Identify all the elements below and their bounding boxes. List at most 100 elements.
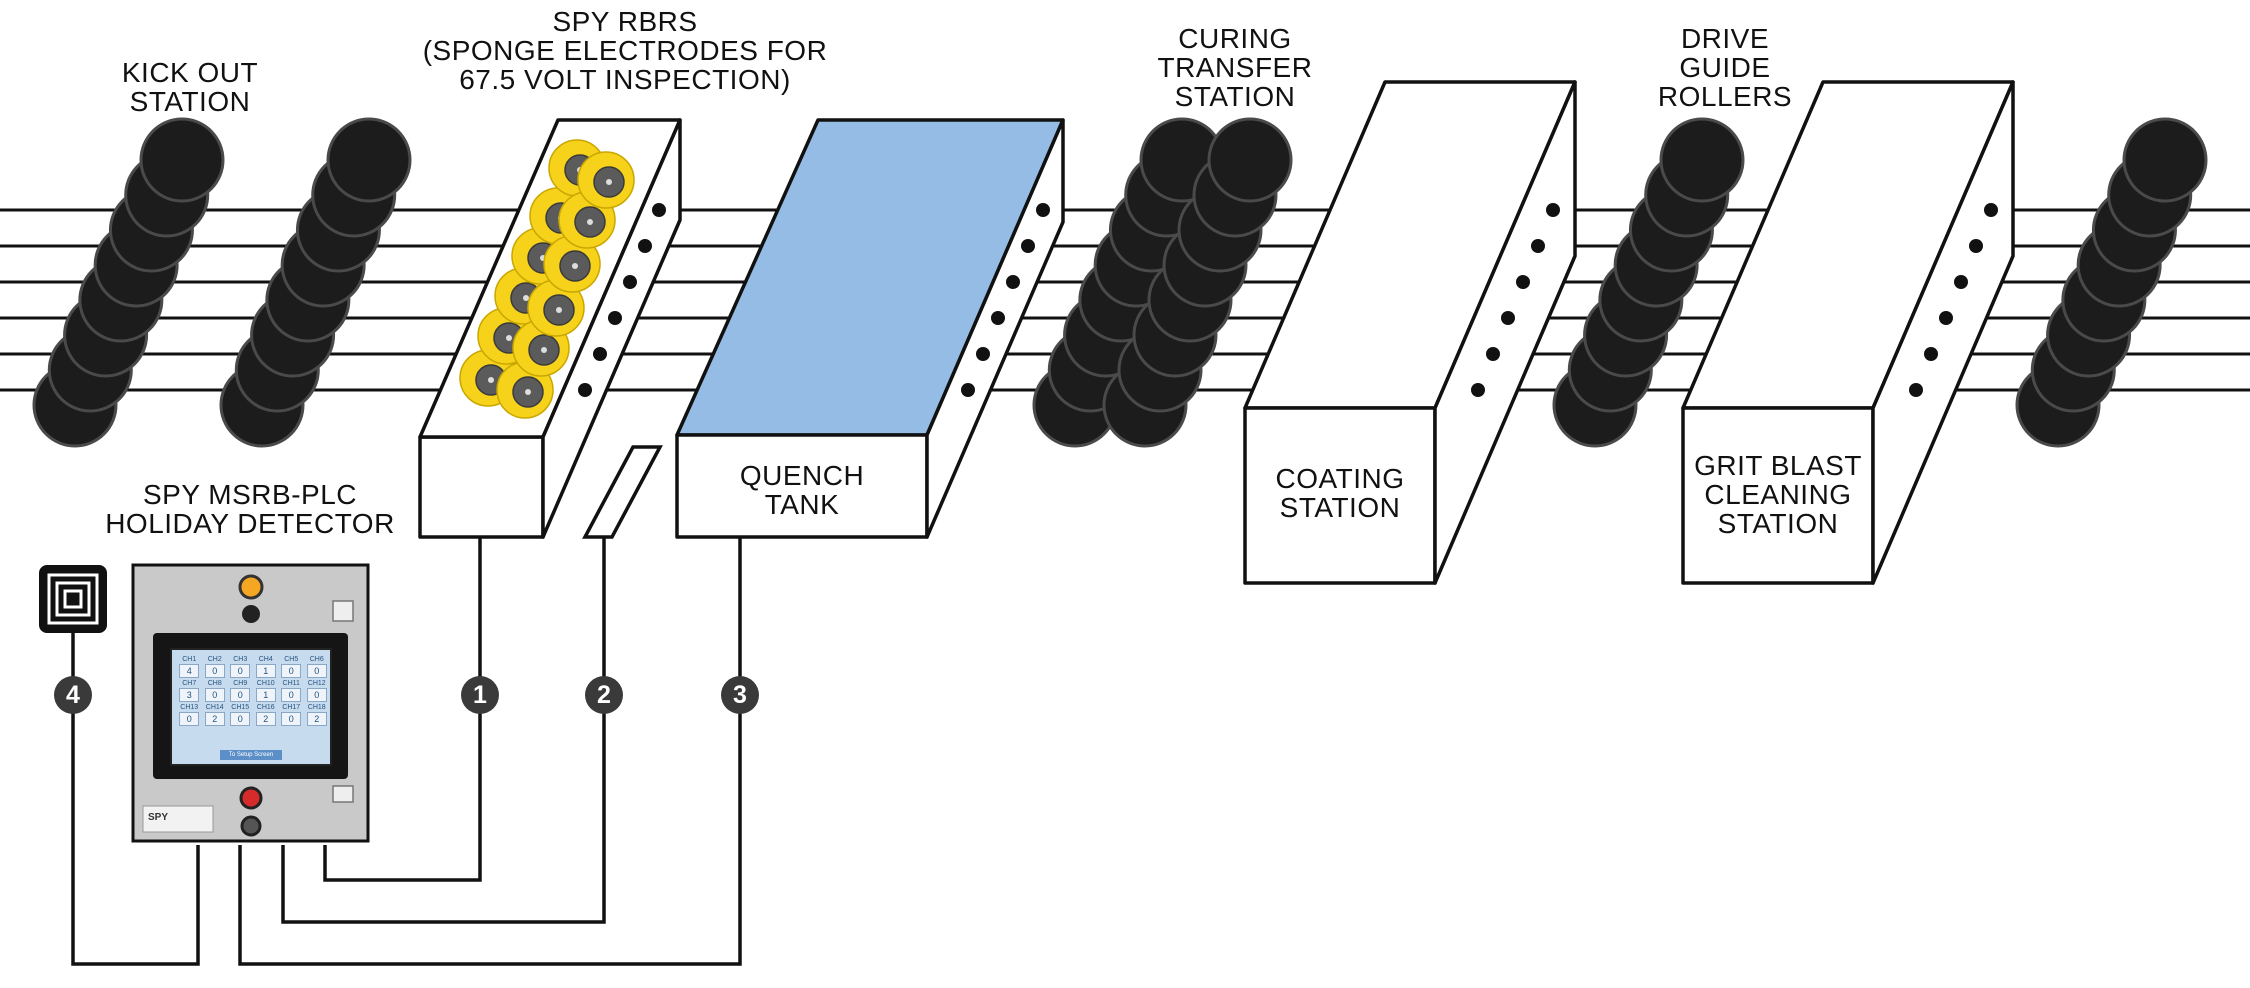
pipe-exit-dot xyxy=(1021,239,1035,253)
key-lock-icon xyxy=(332,600,354,622)
label-spy-rbrs: SPY RBRS (SPONGE ELECTRODES FOR 67.5 VOL… xyxy=(422,6,828,95)
pipe-exit-dot xyxy=(1501,311,1515,325)
wire-4 xyxy=(71,627,200,966)
channel-count: 0 xyxy=(281,688,302,702)
reset-button-icon xyxy=(240,815,262,837)
channel-label: CH2 xyxy=(207,656,222,663)
pipe-exit-dot xyxy=(1984,203,1998,217)
channel-label: CH5 xyxy=(284,656,299,663)
setup-screen-button[interactable]: To Setup Screen xyxy=(220,750,282,760)
channel-count: 0 xyxy=(281,664,302,678)
pipe-exit-dot xyxy=(1969,239,1983,253)
panel-brand: SPY xyxy=(148,812,168,823)
channel-label: CH18 xyxy=(307,704,326,711)
amber-indicator-lamp-icon xyxy=(238,574,264,600)
channel-count: 1 xyxy=(255,688,276,702)
pipe-exit-dots-coating xyxy=(1471,203,1560,397)
channel-label: CH10 xyxy=(256,680,275,687)
channel-label: CH14 xyxy=(205,704,224,711)
label-quench-tank: QUENCH TANK xyxy=(739,460,865,520)
channel-count: 1 xyxy=(255,664,276,678)
channel-count: 0 xyxy=(230,688,251,702)
roller xyxy=(1207,117,1293,203)
pipe-exit-dots-grit xyxy=(1909,203,1998,397)
label-kick-out-station: KICK OUT STATION xyxy=(121,57,259,117)
badge-3: 3 xyxy=(721,676,759,714)
pipe-exit-dot xyxy=(1954,275,1968,289)
channel-count: 2 xyxy=(204,712,225,726)
selector-switch-icon xyxy=(242,605,260,623)
pipe-exit-dot xyxy=(1486,347,1500,361)
roller-stack-2 xyxy=(219,117,412,448)
pipe-exit-dot xyxy=(1471,383,1485,397)
channel-count: 4 xyxy=(179,664,200,678)
roller-stack-3 xyxy=(1032,117,1225,448)
coating-station-side xyxy=(1433,80,1577,585)
channel-label: CH12 xyxy=(307,680,326,687)
probe-bar xyxy=(582,445,663,539)
pipe-exit-dot xyxy=(1909,383,1923,397)
label-holiday-detector: SPY MSRB-PLC HOLIDAY DETECTOR xyxy=(105,479,395,539)
channel-label: CH17 xyxy=(282,704,301,711)
pipe-exit-dot xyxy=(1531,239,1545,253)
sponge-box-front xyxy=(418,435,545,539)
pipe-exit-dot xyxy=(961,383,975,397)
roller-stacks xyxy=(32,117,2208,448)
badge-4: 4 xyxy=(54,676,92,714)
channel-count: 0 xyxy=(230,712,251,726)
channel-count: 3 xyxy=(179,688,200,702)
nameplate xyxy=(142,805,214,833)
channel-count: 0 xyxy=(281,712,302,726)
coating-station xyxy=(1243,80,1577,585)
pipe-exit-dot xyxy=(991,311,1005,325)
label-drive-guide-rollers: DRIVE GUIDE ROLLERS xyxy=(1657,23,1793,112)
channel-count: 2 xyxy=(306,712,327,726)
concentric-square-alarm-icon xyxy=(39,565,107,633)
roller-stack-6 xyxy=(2015,117,2208,448)
power-socket-icon xyxy=(332,785,354,803)
roller-stack-1 xyxy=(32,117,225,448)
roller-stack-4 xyxy=(1102,117,1293,448)
quench-tank xyxy=(675,118,1065,539)
label-curing-transfer-station: CURING TRANSFER STATION xyxy=(1157,23,1313,112)
roller-stack-5 xyxy=(1552,117,1745,448)
pipe-exit-dots-quench xyxy=(961,203,1050,397)
roller xyxy=(326,117,412,203)
badge-1: 1 xyxy=(461,676,499,714)
wire-3 xyxy=(238,537,742,966)
sponge-electrode xyxy=(543,235,601,293)
roller xyxy=(2122,117,2208,203)
pipe-exit-dot xyxy=(1036,203,1050,217)
sponge-electrodes xyxy=(459,139,635,419)
pipe-exit-dot xyxy=(1006,275,1020,289)
channel-label: CH9 xyxy=(233,680,248,687)
roller xyxy=(1659,117,1745,203)
pipe-exit-dot xyxy=(1546,203,1560,217)
channel-label: CH7 xyxy=(182,680,197,687)
quench-tank-side xyxy=(925,118,1065,539)
pipe-exit-dot xyxy=(1939,311,1953,325)
pipe-exit-dot xyxy=(652,203,666,217)
channel-label: CH1 xyxy=(182,656,197,663)
channel-label: CH3 xyxy=(233,656,248,663)
